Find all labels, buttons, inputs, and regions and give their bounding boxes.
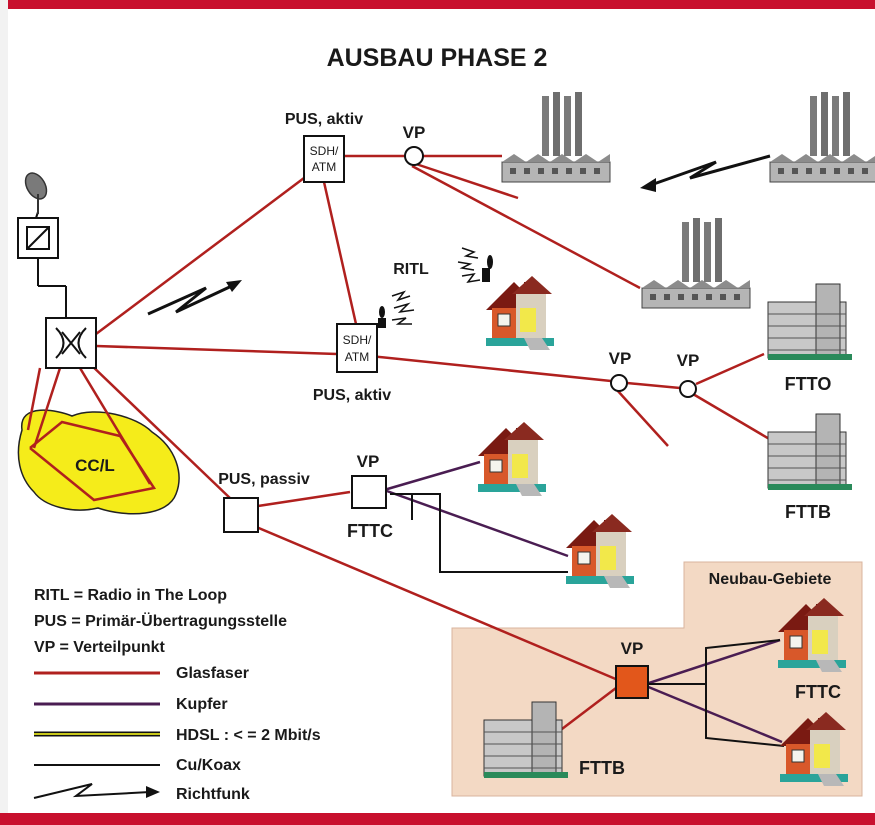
- richtfunk-arrow-factory: [640, 154, 771, 192]
- pus-top-box-line1: SDH/: [310, 144, 339, 158]
- vp-fttc-box: [351, 475, 387, 509]
- ccl-area: [17, 409, 180, 515]
- neubau-area-label: Neubau-Gebiete: [709, 571, 832, 588]
- factory-icon-right: [769, 91, 875, 183]
- factory-icon-top: [501, 91, 611, 183]
- legend-definition-ritl: RITL = Radio in The Loop: [34, 587, 227, 604]
- legend-swatch-richtfunk: [33, 783, 160, 799]
- house-icon-fttc-bottom: [565, 513, 635, 589]
- legend-label-glasfaser: Glasfaser: [176, 665, 249, 682]
- fttc-mid-label: FTTC: [347, 521, 393, 541]
- office-building-icon: [767, 283, 853, 361]
- vp-mid-left-label: VP: [609, 349, 632, 368]
- ccl-label: CC/L: [75, 456, 115, 475]
- pus-mid-box: [336, 323, 378, 373]
- cukoax-lines: [35, 211, 785, 747]
- pus-mid-box-line2: ATM: [345, 350, 369, 364]
- diagram-title: AUSBAU PHASE 2: [327, 44, 548, 72]
- pus-top-label: PUS, aktiv: [285, 111, 363, 128]
- glasfaser-lines: [26, 154, 789, 733]
- vp-top-node: [404, 146, 424, 166]
- ritl-radio-icon: [457, 247, 493, 284]
- legend-definition-vp: VP = Verteilpunkt: [34, 639, 166, 656]
- legend-definition-pus: PUS = Primär-Übertragungsstelle: [34, 611, 287, 630]
- vp-fttc-label: VP: [357, 452, 380, 471]
- pus-passive-box: [223, 497, 259, 533]
- factory-icon-middle: [641, 217, 751, 309]
- vp-mid-right-label: VP: [677, 351, 700, 370]
- ritl-label: RITL: [393, 261, 429, 278]
- vp-top-label: VP: [403, 123, 426, 142]
- fttc-neubau-label: FTTC: [795, 682, 841, 702]
- legend-label-kupfer: Kupfer: [176, 696, 228, 713]
- fttb-neubau-label: FTTB: [579, 758, 625, 778]
- satellite-dish-icon: [24, 172, 48, 214]
- frame-left-edge: [0, 0, 8, 825]
- fttb-right-label: FTTB: [785, 502, 831, 522]
- ftto-label: FTTO: [785, 374, 832, 394]
- converter-box-icon: [17, 217, 59, 259]
- pus-top-box: [303, 135, 345, 183]
- vp-neubau-label: VP: [621, 639, 644, 658]
- frame-bottom-bar: [0, 813, 875, 825]
- legend-label-cukoax: Cu/Koax: [176, 757, 241, 774]
- frame-top-bar: [0, 0, 875, 9]
- legend-label-hdsl: HDSL : < = 2 Mbit/s: [176, 727, 321, 744]
- pus-mid-label: PUS, aktiv: [313, 387, 391, 404]
- vp-neubau-box: [615, 665, 649, 699]
- vp-mid-left-node: [610, 374, 628, 392]
- richtfunk-arrow-center: [147, 280, 242, 316]
- ritl-antenna-icon: [378, 290, 415, 328]
- house-icon-fttc-top: [477, 421, 547, 497]
- legend-label-richtfunk: Richtfunk: [176, 786, 250, 803]
- ritl-house-icon: [485, 275, 555, 351]
- kupfer-lines: [383, 460, 783, 744]
- vp-mid-right-node: [679, 380, 697, 398]
- switch-node-icon: [45, 317, 97, 369]
- pus-mid-box-line1: SDH/: [343, 333, 372, 347]
- pus-passive-label: PUS, passiv: [218, 471, 310, 488]
- highrise-building-icon: [767, 413, 853, 491]
- legend: RITL = Radio in The Loop PUS = Primär-Üb…: [33, 587, 321, 803]
- pus-top-box-line2: ATM: [312, 160, 336, 174]
